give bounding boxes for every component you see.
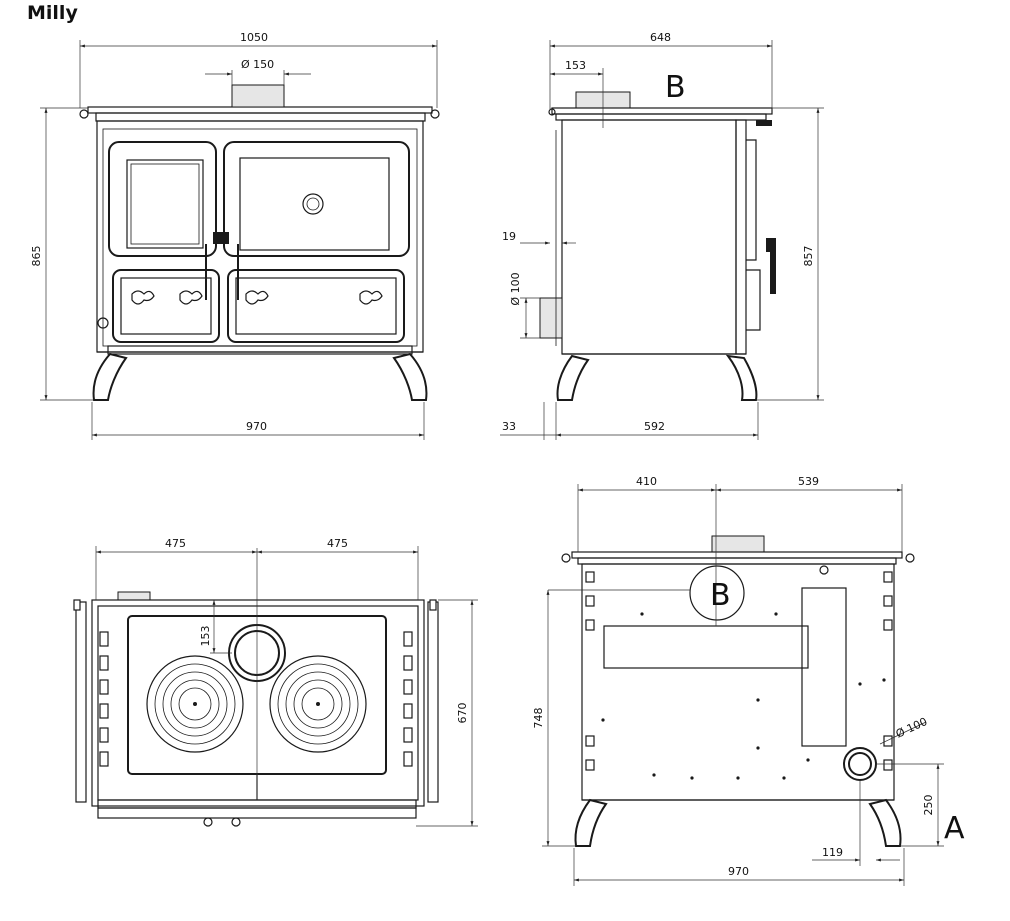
decoration-icon: [131, 290, 383, 305]
dim-153: 153: [565, 59, 586, 72]
label-b: B: [665, 70, 686, 105]
front-view: 1050 Ø 150 865 970: [30, 31, 440, 440]
dim-970: 970: [246, 420, 267, 433]
burner-right: [269, 655, 367, 753]
front-flue: [231, 84, 285, 108]
dim-970-rear: 970: [728, 865, 749, 878]
drawing-title: Milly: [27, 2, 78, 24]
top-view: 475 475 153 670: [73, 537, 478, 827]
dim-539: 539: [798, 475, 819, 488]
fire-door: [108, 141, 217, 257]
dim-flue-150: Ø 150: [241, 58, 274, 71]
wood-drawer: [227, 269, 405, 343]
dim-475-right: 475: [327, 537, 348, 550]
dim-outlet-a-100: Ø 100: [894, 715, 930, 741]
side-leg-front: [725, 354, 758, 401]
side-outlet: [539, 297, 563, 339]
label-b-rear: B: [710, 578, 731, 613]
dim-748: 748: [532, 708, 545, 729]
rear-leg-left: [574, 798, 608, 847]
outlet-b: [689, 565, 745, 621]
vent-slots: [99, 631, 413, 767]
dim-250: 250: [922, 795, 935, 816]
burner-left: [146, 655, 244, 753]
dim-648: 648: [650, 31, 671, 44]
dim-153-top: 153: [199, 626, 212, 647]
dim-857: 857: [802, 246, 815, 267]
label-a: A: [944, 811, 965, 846]
side-leg-rear: [556, 354, 590, 401]
oven-door: [223, 141, 410, 257]
rear-slots: [585, 571, 893, 771]
side-view: 648 153 B 19 Ø 100 857 33 592: [500, 31, 824, 440]
dim-1050: 1050: [240, 31, 268, 44]
dim-410: 410: [636, 475, 657, 488]
dim-19: 19: [502, 230, 516, 243]
dim-119: 119: [822, 846, 843, 859]
front-leg-right: [392, 352, 428, 401]
rear-leg-right: [868, 798, 902, 847]
dim-670: 670: [456, 703, 469, 724]
thermometer-icon: [302, 193, 324, 215]
dim-475-left: 475: [165, 537, 186, 550]
ash-drawer: [112, 269, 220, 343]
dim-outlet-100: Ø 100: [509, 272, 522, 305]
rear-view: 410 539 B Ø 100 748 250 A 119 970: [532, 475, 965, 886]
dim-33: 33: [502, 420, 516, 433]
rivets: [601, 612, 886, 780]
dim-865: 865: [30, 246, 43, 267]
front-leg-left: [92, 352, 128, 401]
dim-592: 592: [644, 420, 665, 433]
